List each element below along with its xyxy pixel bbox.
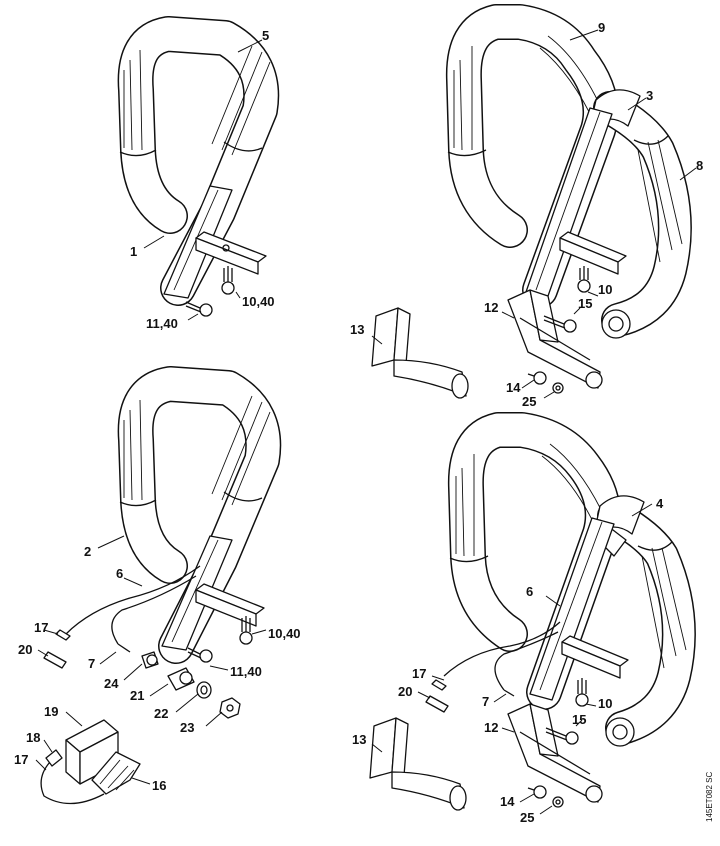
nut-23 — [219, 697, 241, 719]
label-13-b: 13 — [352, 732, 366, 747]
label-10-b: 10 — [598, 696, 612, 711]
screw-11-40-bottom-left — [187, 647, 213, 663]
screw-10-40-top-left — [221, 266, 235, 295]
label-25-b: 25 — [520, 810, 534, 825]
handlebar-assembly-bottom-left — [35, 366, 282, 805]
washer-22 — [196, 681, 212, 699]
screw-10-40-bottom-left — [239, 616, 253, 645]
label-14-b: 14 — [500, 794, 515, 809]
handlebar-assembly-top-left — [117, 16, 280, 321]
screw-10-top-right — [577, 266, 591, 293]
handlebar-assembly-top-right — [445, 4, 697, 399]
screw-14-top-right — [527, 371, 547, 385]
label-11-40-b: 11,40 — [230, 664, 262, 679]
label-1: 1 — [130, 244, 137, 259]
label-7-a: 7 — [88, 656, 95, 671]
label-19: 19 — [44, 704, 58, 719]
block-19 — [65, 719, 119, 785]
label-24: 24 — [104, 676, 119, 691]
label-6-b: 6 — [526, 584, 533, 599]
label-7-b: 7 — [482, 694, 489, 709]
washer-25-bottom-right — [552, 796, 564, 808]
label-5: 5 — [262, 28, 269, 43]
label-17-a: 17 — [34, 620, 48, 635]
part-24 — [141, 651, 159, 669]
part-21 — [167, 667, 195, 691]
label-16: 16 — [152, 778, 166, 793]
clamp-12-bottom-right — [507, 703, 603, 803]
label-10-40-a: 10,40 — [242, 294, 275, 309]
label-12-b: 12 — [484, 720, 498, 735]
label-21: 21 — [130, 688, 144, 703]
label-4: 4 — [656, 496, 664, 511]
screw-15-top-right — [543, 315, 577, 333]
label-11-40-a: 11,40 — [146, 316, 178, 331]
label-2: 2 — [84, 544, 91, 559]
label-18: 18 — [26, 730, 40, 745]
label-13-a: 13 — [350, 322, 364, 337]
label-3: 3 — [646, 88, 653, 103]
screw-10-bottom-right — [575, 678, 589, 707]
label-17-b: 17 — [14, 752, 28, 767]
label-23: 23 — [180, 720, 194, 735]
washer-25-top-right — [552, 382, 564, 394]
label-15-b: 15 — [572, 712, 586, 727]
label-15-a: 15 — [578, 296, 592, 311]
label-12-a: 12 — [484, 300, 498, 315]
screw-11-40-top-left — [185, 301, 213, 317]
connector-16 — [91, 751, 141, 795]
figure-code: 145ET082 SC — [705, 772, 714, 822]
label-10-40-b: 10,40 — [268, 626, 301, 641]
label-9: 9 — [598, 20, 605, 35]
bracket-13-bottom — [369, 717, 467, 811]
label-25-a: 25 — [522, 394, 536, 409]
label-20-a: 20 — [18, 642, 32, 657]
label-22: 22 — [154, 706, 168, 721]
label-6-a: 6 — [116, 566, 123, 581]
label-20-b: 20 — [398, 684, 412, 699]
label-14-a: 14 — [506, 380, 521, 395]
label-10-a: 10 — [598, 282, 612, 297]
bracket-13-top — [371, 307, 469, 399]
screw-15-bottom-right — [545, 727, 579, 745]
label-17-c: 17 — [412, 666, 426, 681]
handlebar-assembly-bottom-right — [417, 412, 696, 815]
screw-14-bottom-right — [527, 785, 547, 799]
label-8: 8 — [696, 158, 703, 173]
